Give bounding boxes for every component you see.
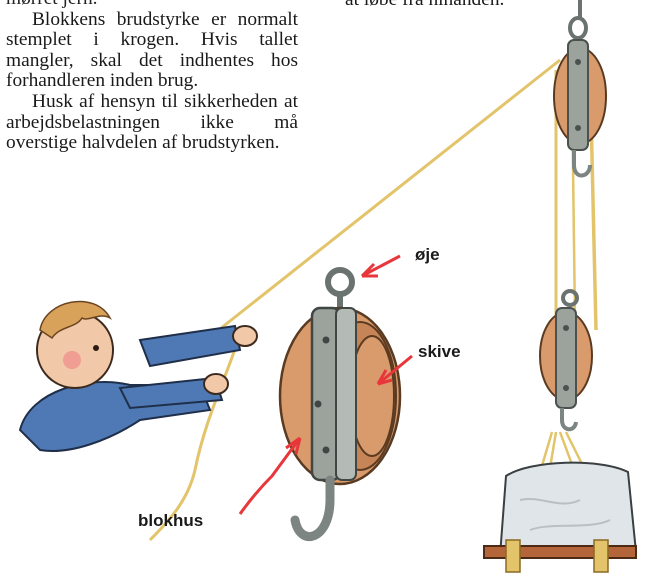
label-eye: øje — [415, 245, 440, 265]
stone-load — [484, 432, 636, 572]
block-hook — [295, 480, 330, 537]
label-sheave: skive — [418, 342, 461, 362]
top-pulley-block — [554, 0, 606, 176]
label-block-body: blokhus — [138, 511, 203, 531]
block-detail — [280, 270, 400, 537]
rope-falling — [150, 335, 240, 540]
block-eye — [328, 270, 352, 294]
arrow-to-eye — [362, 256, 400, 276]
lower-pulley-block — [540, 291, 592, 429]
arrow-to-body — [240, 438, 300, 514]
boy-pulling-rope — [20, 301, 257, 450]
main-rope — [206, 60, 560, 340]
